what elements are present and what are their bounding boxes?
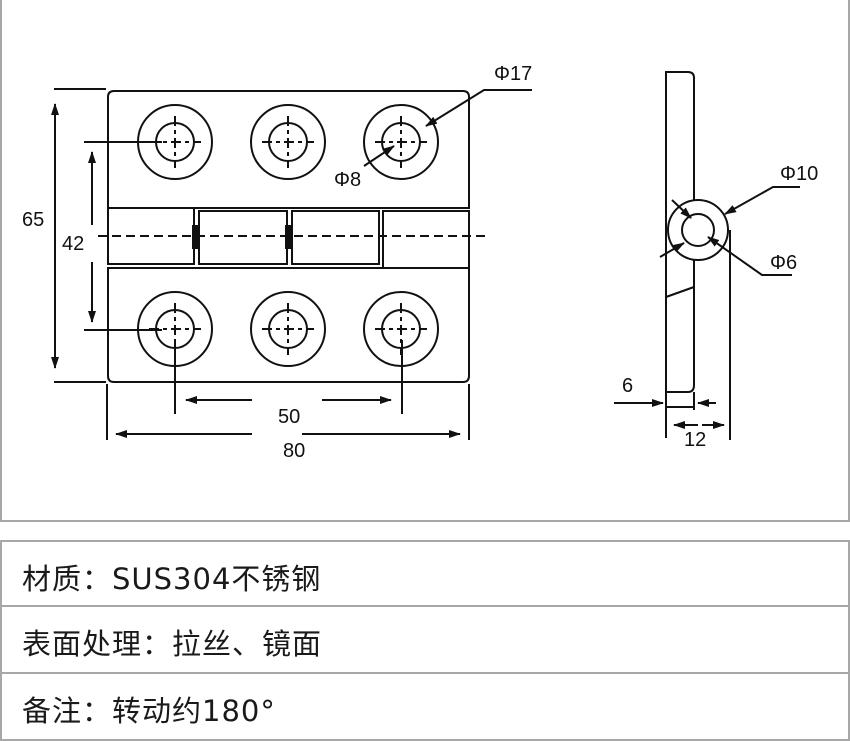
- spec-note-text: 备注：转动约180°: [22, 694, 276, 728]
- pin-circle: [681, 213, 715, 247]
- spec-surface-text: 表面处理：拉丝、镜面: [22, 627, 323, 661]
- lower-leaf-outline: [107, 267, 470, 383]
- technical-drawing-panel: 65 42 50 80 Φ17 Φ8 Φ10 Φ6 6 12: [0, 0, 850, 522]
- dim-12-label: 12: [684, 429, 706, 451]
- dim-65-label: 65: [22, 209, 44, 231]
- knuckle-4: [382, 210, 470, 269]
- hole-outer-circle: [250, 104, 326, 180]
- knuckle-2: [198, 210, 288, 265]
- phi10-inner-arrow-bottom: [659, 242, 685, 258]
- phi8-leader: [363, 145, 395, 167]
- side-break-line: [665, 286, 695, 298]
- dim-80-label: 80: [283, 440, 305, 462]
- knuckle-3: [291, 210, 380, 265]
- dim-50-label: 50: [278, 406, 300, 428]
- spec-row-material: 材质：SUS304不锈钢: [2, 542, 848, 607]
- phi17-leader: [425, 89, 532, 127]
- countersunk-hole-3: [363, 104, 439, 180]
- phi8-label: Φ8: [334, 169, 361, 191]
- phi6-label: Φ6: [770, 252, 797, 274]
- hole-outer-circle: [250, 291, 326, 367]
- spec-row-note: 备注：转动约180°: [2, 674, 848, 741]
- phi10-inner-arrow-top: [671, 199, 692, 219]
- phi6-leader: [707, 236, 792, 276]
- hinge-drawing: 65 42 50 80 Φ17 Φ8 Φ10 Φ6 6 12: [22, 63, 818, 462]
- spec-row-surface: 表面处理：拉丝、镜面: [2, 607, 848, 674]
- hole-outer-circle: [363, 104, 439, 180]
- phi10-label: Φ10: [780, 163, 818, 185]
- spec-material-text: 材质：SUS304不锈钢: [22, 562, 322, 596]
- dim-6-label: 6: [622, 375, 633, 397]
- countersunk-hole-5: [250, 291, 326, 367]
- countersunk-hole-2: [250, 104, 326, 180]
- phi10-leader: [724, 186, 800, 215]
- knuckle-outer-circle: [667, 199, 729, 261]
- upper-leaf-outline: [107, 90, 470, 209]
- dim-42-label: 42: [62, 233, 84, 255]
- spec-table: 材质：SUS304不锈钢 表面处理：拉丝、镜面 备注：转动约180°: [0, 540, 850, 741]
- phi17-label: Φ17: [494, 63, 532, 85]
- side-leaf-outline: [665, 71, 695, 393]
